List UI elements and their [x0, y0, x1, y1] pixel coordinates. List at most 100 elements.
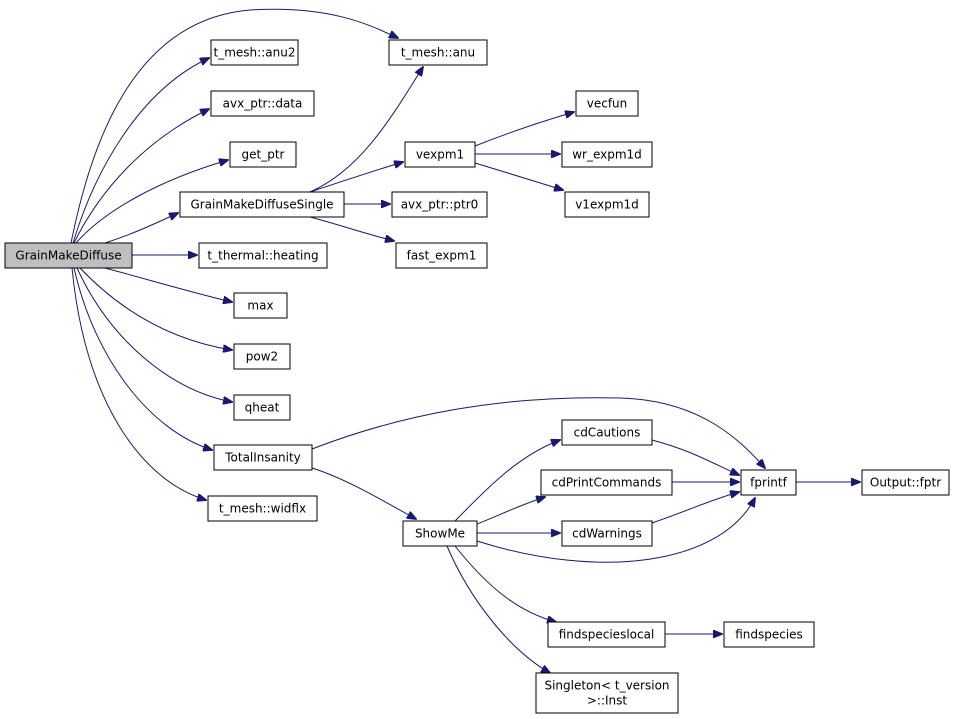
- node-fptr[interactable]: Output::fptr: [861, 469, 950, 496]
- node-anu[interactable]: t_mesh::anu: [388, 39, 488, 66]
- node-label: vecfun: [587, 97, 628, 111]
- node-label: GrainMakeDiffuse: [15, 249, 121, 263]
- edge-grainmakediffuse-to-anu: [70, 8, 398, 244]
- node-box: [179, 191, 345, 218]
- node-label: Singleton< t_version: [544, 679, 669, 693]
- node-box: [404, 141, 476, 168]
- node-label: avx_ptr::data: [223, 97, 303, 111]
- node-label: fast_expm1: [407, 249, 477, 263]
- edge-gmds-to-vexpm1: [309, 162, 403, 193]
- edge-showme-to-findspecieslocal: [454, 545, 556, 622]
- node-fprintf[interactable]: fprintf: [740, 469, 797, 496]
- edge-grainmakediffuse-to-gmds: [104, 213, 178, 244]
- edge-vexpm1-to-vecfun: [474, 112, 574, 147]
- nodes: GrainMakeDiffuse t_mesh::anu2 t_mesh::anua…: [4, 39, 950, 714]
- node-label: wr_expm1d: [572, 148, 642, 162]
- node-label: findspecies: [735, 628, 803, 642]
- node-label: t_mesh::widflx: [219, 502, 306, 516]
- node-label: pow2: [246, 350, 278, 364]
- edge-showme-to-cdcautions: [454, 440, 560, 522]
- node-box: [561, 419, 653, 446]
- node-get_ptr[interactable]: get_ptr: [229, 141, 297, 168]
- node-wr_expm1d[interactable]: wr_expm1d: [561, 141, 653, 168]
- edge-grainmakediffuse-to-get_ptr: [75, 160, 228, 244]
- edge-gmds-to-fast_expm1: [309, 216, 394, 241]
- node-grainmakediffuse[interactable]: GrainMakeDiffuse: [4, 242, 133, 269]
- node-box: [233, 394, 291, 421]
- node-label: fprintf: [750, 476, 787, 490]
- node-cdwarnings[interactable]: cdWarnings: [561, 520, 653, 547]
- node-fast_expm1[interactable]: fast_expm1: [395, 242, 488, 269]
- edge-grainmakediffuse-to-widflx: [71, 267, 206, 500]
- node-box: [561, 141, 653, 168]
- node-box: [564, 191, 650, 218]
- edge-grainmakediffuse-to-anu2: [72, 58, 209, 244]
- node-showme[interactable]: ShowMe: [402, 520, 478, 547]
- node-widflx[interactable]: t_mesh::widflx: [207, 495, 318, 522]
- edge-grainmakediffuse-to-max: [104, 267, 232, 302]
- node-max[interactable]: max: [233, 292, 288, 319]
- edge-totalinsanity-to-fprintf: [311, 397, 765, 468]
- node-box: [213, 444, 313, 471]
- node-box: [210, 39, 299, 66]
- node-vexpm1[interactable]: vexpm1: [404, 141, 476, 168]
- node-box: [391, 191, 488, 218]
- node-label: cdPrintCommands: [552, 476, 662, 490]
- edge-showme-to-singleton: [446, 545, 550, 673]
- node-box: [723, 621, 815, 648]
- node-totalinsanity[interactable]: TotalInsanity: [213, 444, 313, 471]
- node-gmds[interactable]: GrainMakeDiffuseSingle: [179, 191, 345, 218]
- edge-cdcautions-to-fprintf: [651, 439, 739, 475]
- edge-showme-to-cdprintcommands: [476, 497, 545, 525]
- node-box: [861, 469, 950, 496]
- edge-showme-to-fprintf: [476, 498, 755, 563]
- node-box: [575, 90, 639, 117]
- node-box: [207, 495, 318, 522]
- node-vecfun[interactable]: vecfun: [575, 90, 639, 117]
- edge-grainmakediffuse-to-data: [73, 109, 209, 244]
- node-data[interactable]: avx_ptr::data: [210, 90, 315, 117]
- node-box: [740, 469, 797, 496]
- node-findspecies[interactable]: findspecies: [723, 621, 815, 648]
- node-box: [388, 39, 488, 66]
- node-box: [561, 520, 653, 547]
- node-label: qheat: [245, 401, 280, 415]
- node-label: Output::fptr: [870, 476, 941, 490]
- edges: [70, 8, 860, 673]
- node-label: ShowMe: [415, 527, 465, 541]
- node-qheat[interactable]: qheat: [233, 394, 291, 421]
- node-box: [4, 242, 133, 269]
- node-cdprintcommands[interactable]: cdPrintCommands: [540, 469, 673, 496]
- node-label: findspecieslocal: [559, 628, 655, 642]
- node-label: v1expm1d: [575, 198, 639, 212]
- node-label: t_mesh::anu: [401, 46, 475, 60]
- edge-gmds-to-anu: [309, 67, 423, 193]
- node-v1expm1d[interactable]: v1expm1d: [564, 191, 650, 218]
- node-box: [547, 621, 666, 648]
- node-box: [233, 343, 291, 370]
- node-box: [540, 469, 673, 496]
- node-pow2[interactable]: pow2: [233, 343, 291, 370]
- node-label: cdWarnings: [572, 527, 642, 541]
- node-label: vexpm1: [416, 148, 464, 162]
- node-anu2[interactable]: t_mesh::anu2: [210, 39, 299, 66]
- node-findspecieslocal[interactable]: findspecieslocal: [547, 621, 666, 648]
- node-label: cdCautions: [574, 426, 641, 440]
- node-cdcautions[interactable]: cdCautions: [561, 419, 653, 446]
- node-label: t_mesh::anu2: [214, 46, 296, 60]
- edge-grainmakediffuse-to-qheat: [76, 267, 232, 402]
- node-box: [535, 672, 679, 714]
- node-singleton[interactable]: Singleton< t_version>::Inst: [535, 672, 679, 714]
- node-label: GrainMakeDiffuseSingle: [190, 198, 333, 212]
- node-label: avx_ptr::ptr0: [401, 198, 479, 212]
- node-heating[interactable]: t_thermal::heating: [198, 242, 328, 269]
- node-box: [229, 141, 297, 168]
- node-ptr0[interactable]: avx_ptr::ptr0: [391, 191, 488, 218]
- node-box: [395, 242, 488, 269]
- edge-cdwarnings-to-fprintf: [651, 492, 739, 524]
- edge-grainmakediffuse-to-pow2: [79, 267, 232, 350]
- node-box: [198, 242, 328, 269]
- edge-totalinsanity-to-showme: [311, 467, 416, 519]
- node-label: t_thermal::heating: [207, 249, 318, 263]
